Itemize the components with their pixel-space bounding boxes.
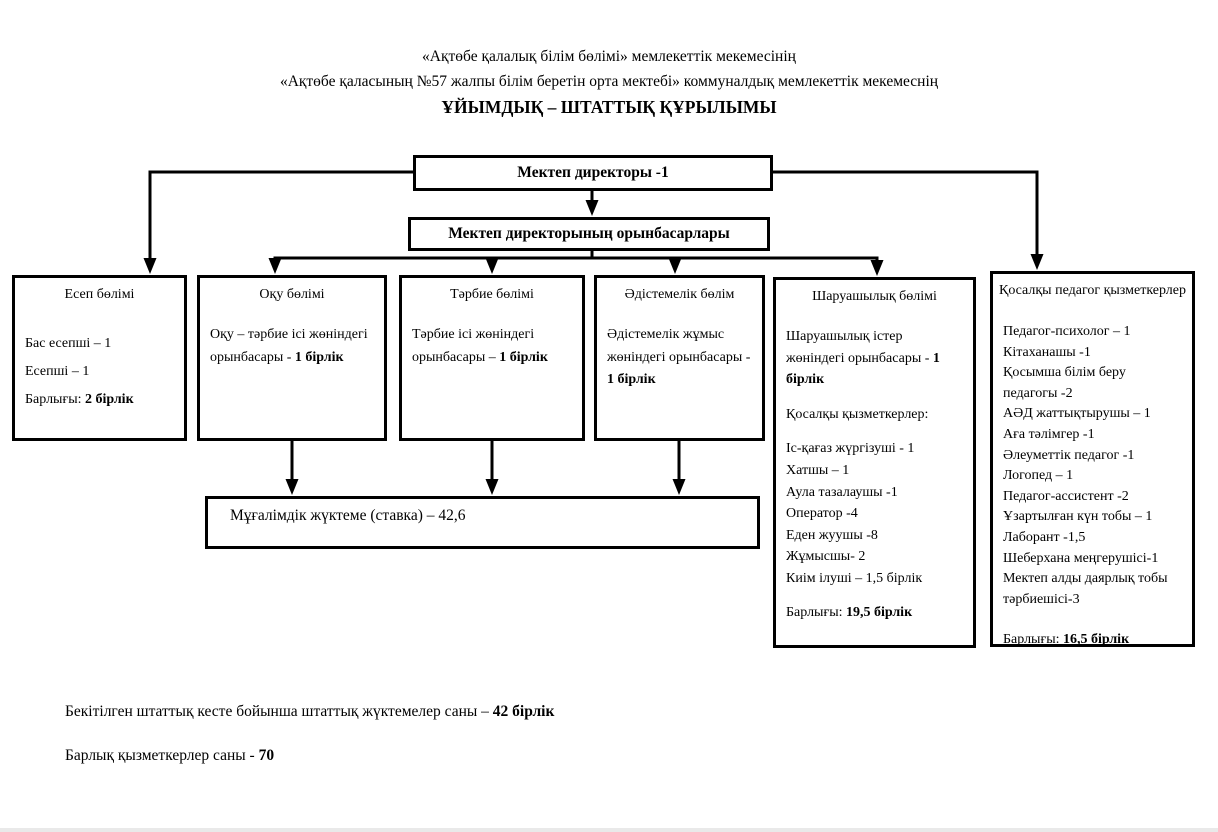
dept-content: Тәрбие ісі жөніндегі орынбасары – 1 бірл… — [402, 324, 582, 369]
page-title: ҰЙЫМДЫҚ – ШТАТТЫҚ ҚҰРЫЛЫМЫ — [441, 97, 777, 117]
dept-content: Әдістемелік жұмыс жөніндегі орынбасары -… — [597, 324, 762, 392]
dept-line: Аула тазалаушы -1 — [786, 484, 898, 500]
dept-box-aux-pedagogical: Қосалқы педагог қызметкерлер Педагог-пси… — [990, 271, 1195, 647]
dept-line: Іс-қағаз жүргізуші - 1 — [786, 441, 915, 457]
footer-line-1-value: 42 бірлік — [492, 703, 555, 720]
dept-line: АӘД жаттықтырушы – 1 — [1003, 406, 1151, 422]
dept-line: Қосалқы қызметкерлер: — [786, 406, 929, 422]
dept-line: Шеберхана меңгерушісі-1 — [1003, 550, 1159, 566]
dept-box-methodical: Әдістемелік бөлім Әдістемелік жұмыс жөні… — [594, 275, 765, 441]
dept-box-accounting: Есеп бөлімі Бас есепші – 1 Есепші – 1 Барл… — [12, 275, 187, 441]
deputies-box: Мектеп директорының орынбасарлары — [408, 217, 770, 251]
dept-line: Барлығы: 2 бірлік — [25, 392, 134, 407]
dept-line: Аға тәлімгер -1 — [1003, 426, 1095, 442]
footer-line-2-text: Барлық қызметкерлер саны - — [65, 747, 259, 764]
dept-line: Әдістемелік жұмыс жөніндегі орынбасары -… — [607, 327, 751, 387]
dept-box-household: Шаруашылық бөлімі Шаруашылық істер жөнін… — [773, 277, 976, 648]
header-line-1: «Ақтөбе қалалық білім бөлімі» мемлекетті… — [422, 48, 796, 65]
dept-line: Логопед – 1 — [1003, 468, 1074, 484]
dept-line: Қосымша білім беру педагогы -2 — [1003, 365, 1126, 401]
dept-title: Тәрбие бөлімі — [450, 287, 534, 302]
dept-line: Киім ілуші – 1,5 бірлік — [786, 570, 923, 586]
dept-content: Оқу – тәрбие ісі жөніндегі орынбасары - … — [200, 324, 384, 369]
dept-box-upbringing: Тәрбие бөлімі Тәрбие ісі жөніндегі орынб… — [399, 275, 585, 441]
dept-title: Қосалқы педагог қызметкерлер — [998, 283, 1186, 298]
dept-line: Кітаханашы -1 — [1003, 344, 1091, 360]
dept-title: Есеп бөлімі — [64, 287, 135, 302]
dept-line: Ұзартылған күн тобы – 1 — [1003, 509, 1153, 525]
dept-line: Оқу – тәрбие ісі жөніндегі орынбасары - … — [210, 327, 368, 365]
dept-content: Шаруашылық істер жөніндегі орынбасары - … — [776, 326, 973, 623]
dept-title: Оқу бөлімі — [259, 287, 325, 302]
dept-line: Әлеуметтік педагог -1 — [1003, 447, 1135, 463]
director-box: Мектеп директоры -1 — [413, 155, 773, 191]
dept-title: Шаруашылық бөлімі — [812, 289, 937, 304]
dept-line: Хатшы – 1 — [786, 462, 850, 478]
dept-title: Әдістемелік бөлім — [624, 287, 735, 302]
director-label: Мектеп директоры -1 — [517, 164, 669, 181]
dept-line: Жұмысшы- 2 — [786, 549, 866, 565]
dept-line: Шаруашылық істер жөніндегі орынбасары - … — [786, 329, 940, 388]
document-header: «Ақтөбе қалалық білім бөлімі» мемлекетті… — [0, 44, 1218, 121]
dept-line: Мектеп алды даярлық тобы тәрбиешісі-3 — [1003, 571, 1168, 607]
teaching-load-label: Мұғалімдік жүктеме (ставка) – 42,6 — [230, 507, 466, 524]
dept-line: Барлығы: 19,5 бірлік — [786, 604, 913, 620]
dept-line: Лаборант -1,5 — [1003, 529, 1086, 545]
dept-content: Бас есепші – 1 Есепші – 1 Барлығы: 2 бірлі… — [15, 330, 184, 414]
dept-line: Оператор -4 — [786, 506, 858, 522]
footer-total-employees: Барлық қызметкерлер саны - 70 — [65, 747, 274, 765]
viewer-bottom-edge — [0, 828, 1218, 832]
footer-line-1-text: Бекітілген штаттық кесте бойынша штаттық… — [65, 703, 493, 720]
dept-box-education: Оқу бөлімі Оқу – тәрбие ісі жөніндегі ор… — [197, 275, 387, 441]
dept-line: Еден жуушы -8 — [786, 527, 878, 543]
dept-line: Есепші – 1 — [25, 364, 90, 379]
footer-total-staff-load: Бекітілген штаттық кесте бойынша штаттық… — [65, 703, 554, 721]
header-line-2: «Ақтөбе қаласының №57 жалпы білім береті… — [279, 73, 939, 90]
teaching-load-box: Мұғалімдік жүктеме (ставка) – 42,6 — [205, 496, 760, 549]
dept-line: Тәрбие ісі жөніндегі орынбасары – 1 бірл… — [412, 327, 548, 365]
dept-line: Педагог-ассистент -2 — [1003, 488, 1129, 504]
dept-content: Педагог-психолог – 1 Кітаханашы -1 Қосымша… — [993, 322, 1192, 651]
footer-line-2-value: 70 — [258, 747, 275, 764]
dept-line: Бас есепші – 1 — [25, 336, 112, 351]
dept-line: Барлығы: 16,5 бірлік — [1003, 632, 1130, 648]
dept-line: Педагог-психолог – 1 — [1003, 324, 1131, 339]
deputies-label: Мектеп директорының орынбасарлары — [448, 225, 730, 242]
